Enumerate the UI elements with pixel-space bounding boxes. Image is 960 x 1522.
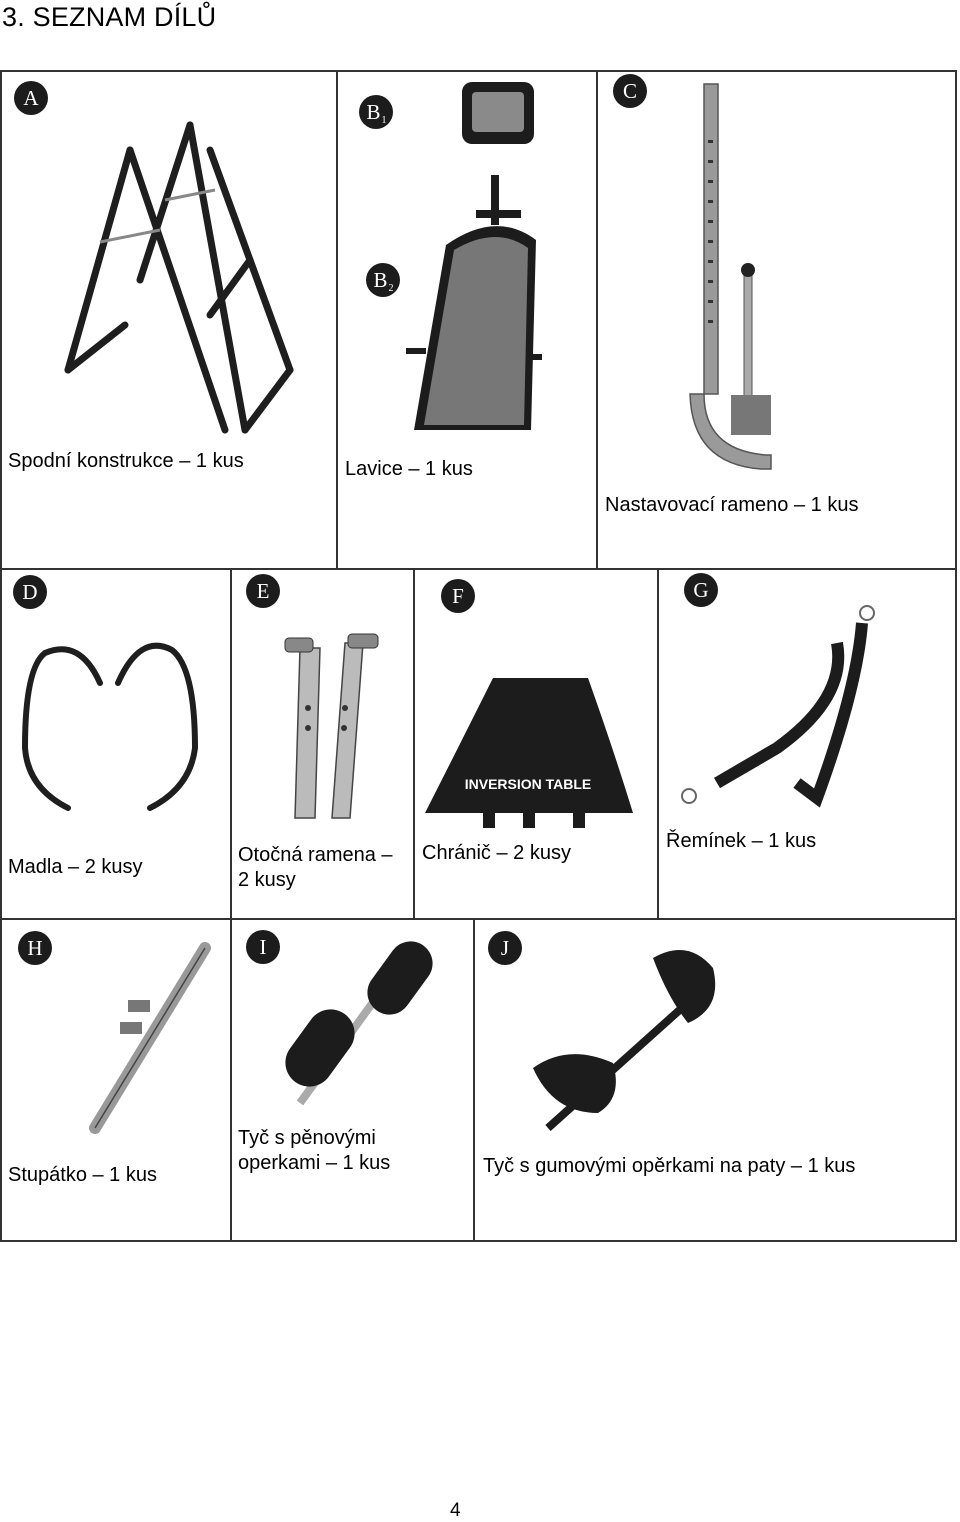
- strap-illustration: [681, 605, 875, 808]
- part-badge-e: E: [246, 574, 280, 608]
- part-cell-j: J Tyč s gumovými opěrkami na paty – 1 ku…: [473, 918, 955, 1240]
- part-cell-b: B1 B2 Lavice – 1 kus: [336, 70, 596, 568]
- row1-divider-1: [336, 70, 338, 568]
- part-badge-b2: B2: [366, 263, 400, 297]
- table-border-left: [0, 70, 2, 1242]
- table-row-divider-1: [0, 568, 957, 570]
- row2-divider-2: [413, 568, 415, 918]
- part-badge-j: J: [488, 931, 522, 965]
- base-frame-illustration: [64, 121, 294, 434]
- part-caption-f: Chránič – 2 kusy: [422, 842, 571, 864]
- bench-illustration: [406, 82, 542, 430]
- row2-divider-3: [657, 568, 659, 918]
- table-border-top: [0, 70, 957, 72]
- guard-print-text: INVERSION TABLE: [465, 776, 592, 792]
- part-caption-b: Lavice – 1 kus: [345, 458, 473, 480]
- part-cell-f: F INVERSION TABLE Chránič – 2 kusy: [413, 568, 657, 918]
- part-caption-a: Spodní konstrukce – 1 kus: [8, 450, 244, 472]
- guard-illustration: INVERSION TABLE: [425, 678, 633, 828]
- footrest-illustration: [89, 942, 211, 1134]
- parts-table: A Spodní konstrukce – 1 kus B1 B2: [0, 70, 957, 1242]
- row1-divider-2: [596, 70, 598, 568]
- part-badge-i: I: [246, 930, 280, 964]
- part-cell-a: A Spodní konstrukce – 1 kus: [0, 70, 336, 568]
- part-caption-g: Řemínek – 1 kus: [666, 830, 817, 852]
- part-cell-h: H Stupátko – 1 kus: [0, 918, 230, 1240]
- part-badge-d: D: [13, 575, 47, 609]
- part-cell-c: C Nastavovací rameno – 1 kus: [596, 70, 955, 568]
- part-badge-f: F: [441, 579, 475, 613]
- part-caption-d: Madla – 2 kusy: [8, 856, 143, 878]
- part-cell-e: E Otočná ramena – 2 kusy: [230, 568, 413, 918]
- part-caption-i: Tyč s pěnovými operkami – 1 kus: [238, 1127, 391, 1174]
- handles-illustration: [21, 642, 199, 811]
- pivot-arms-illustration: [284, 633, 379, 819]
- foam-bar-illustration: [285, 941, 433, 1106]
- table-border-right: [955, 70, 957, 1242]
- row2-divider-1: [230, 568, 232, 918]
- adjusting-arm-illustration: [689, 83, 772, 470]
- part-caption-c: Nastavovací rameno – 1 kus: [605, 494, 859, 516]
- part-caption-j: Tyč s gumovými opěrkami na paty – 1 kus: [483, 1155, 856, 1177]
- row3-divider-1: [230, 918, 232, 1240]
- part-caption-h: Stupátko – 1 kus: [8, 1164, 157, 1186]
- part-badge-g: G: [684, 573, 718, 607]
- part-cell-g: G Řemínek – 1 kus: [657, 568, 955, 918]
- page-number: 4: [450, 1500, 461, 1521]
- part-cell-d: D Madla – 2 kusy: [0, 568, 230, 918]
- part-badge-c: C: [613, 74, 647, 108]
- table-border-bottom: [0, 1240, 957, 1242]
- row3-divider-2: [473, 918, 475, 1240]
- part-badge-b1: B1: [359, 95, 393, 129]
- part-cell-i: I Tyč s pěnovými operkami – 1 kus: [230, 918, 473, 1240]
- part-badge-a: A: [14, 81, 48, 115]
- table-row-divider-2: [0, 918, 957, 920]
- section-heading: 3. SEZNAM DÍLŮ: [2, 2, 217, 32]
- part-caption-e: Otočná ramena – 2 kusy: [238, 844, 393, 891]
- part-badge-h: H: [18, 931, 52, 965]
- heel-bar-illustration: [533, 950, 716, 1131]
